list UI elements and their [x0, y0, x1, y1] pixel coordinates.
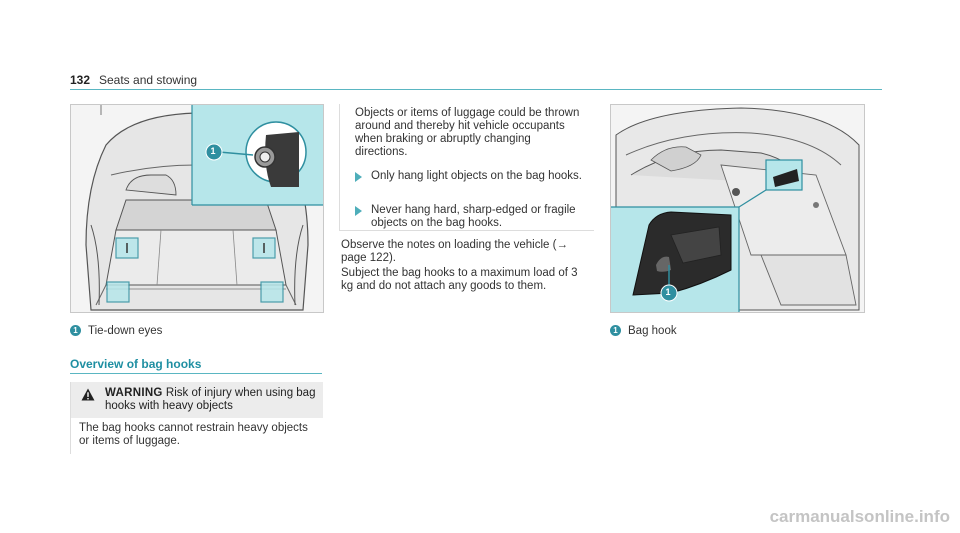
max-load-text: Subject the bag hooks to a maximum load … [341, 267, 578, 292]
callout-badge: 1 [70, 325, 81, 337]
instruction-text: Only hang light objects on the bag hooks… [371, 170, 582, 182]
caption-text: Bag hook [628, 325, 677, 337]
figure-right-caption: 1 Bag hook [610, 325, 677, 337]
arrow-bullet-icon [355, 172, 362, 182]
figure-left-caption: 1 Tie-down eyes [70, 325, 162, 337]
warning-title-text: Risk of injury when using bag hooks with… [105, 387, 316, 412]
figure-left-callout-number: 1 [210, 146, 216, 156]
warning-triangle-icon [81, 388, 95, 401]
warning-title: WARNING Risk of injury when using bag ho… [105, 387, 319, 413]
callout-badge: 1 [610, 325, 621, 337]
observe-notes-text: Observe the notes on loading the vehicle… [341, 239, 568, 264]
section-divider [70, 373, 322, 374]
watermark: carmanualsonline.info [769, 507, 950, 526]
caption-text: Tie-down eyes [88, 325, 163, 337]
tie-down-eyes-illustration [70, 104, 324, 313]
instruction-text: Never hang hard, sharp-edged or fragile … [371, 204, 576, 229]
figure-right-callout-number: 1 [665, 287, 671, 297]
header-divider [70, 89, 882, 90]
arrow-bullet-icon [355, 206, 362, 216]
warning-continuation-text: Objects or items of luggage could be thr… [355, 107, 580, 158]
section-title: Seats and stowing [99, 73, 198, 87]
warning-body: The bag hooks cannot restrain heavy obje… [79, 422, 308, 447]
section-heading: Overview of bag hooks [70, 357, 202, 371]
warning-box: WARNING Risk of injury when using bag ho… [70, 382, 323, 454]
warning-continuation-box: Objects or items of luggage could be thr… [339, 104, 594, 231]
page-number: 132 [70, 73, 91, 87]
warning-label: WARNING [105, 387, 163, 399]
warning-header: WARNING Risk of injury when using bag ho… [71, 382, 323, 418]
bag-hook-illustration [610, 104, 865, 313]
